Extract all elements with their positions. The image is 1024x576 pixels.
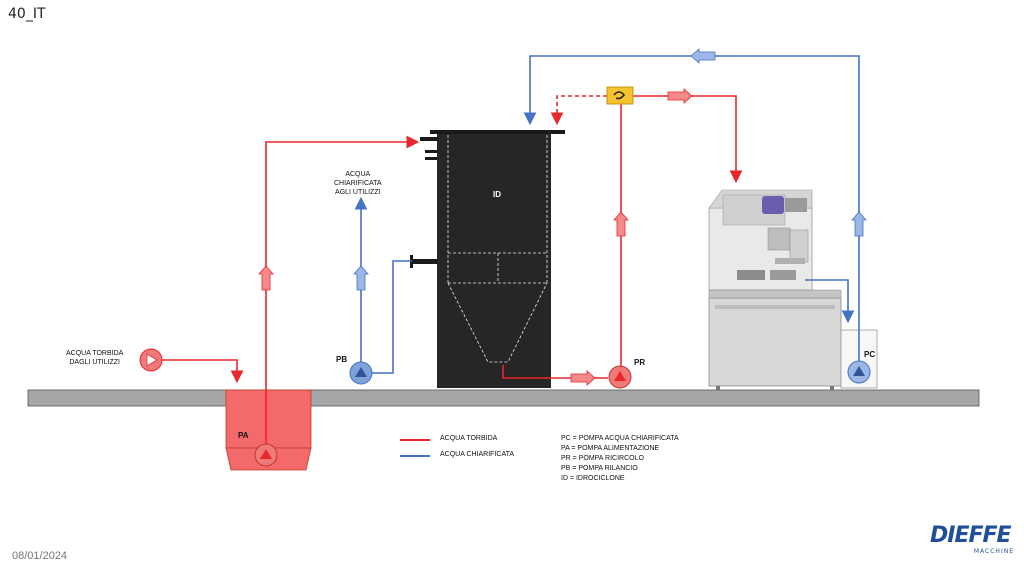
- label-line: ACQUA: [345, 171, 371, 178]
- slide-date: 08/01/2024: [12, 550, 68, 562]
- floor-bar: [27, 389, 980, 407]
- slide-id: 40_IT: [8, 6, 46, 22]
- label-line: DAGLI UTILIZZI: [69, 359, 120, 366]
- pr-label: PR: [634, 358, 646, 367]
- legend-turbid-label: ACQUA TORBIDA: [440, 435, 498, 442]
- machine-drain-line: [805, 279, 855, 324]
- to-machine-line: [633, 95, 743, 184]
- cyclone-return-line: [550, 95, 607, 126]
- pb-label: PB: [336, 355, 348, 364]
- dieffe-logo: DIEFFE MACCHINE: [930, 524, 1020, 570]
- legend-turbid-swatch: [400, 439, 430, 441]
- definition-item: PR = POMPA RICIRCOLO: [561, 455, 644, 462]
- pump-pa-icon: [254, 443, 278, 467]
- hydrocyclone-tank: [410, 130, 565, 388]
- definition-item: ID = IDROCICLONE: [561, 475, 625, 482]
- pump-inlet-icon: [139, 348, 163, 372]
- feed-line: [265, 135, 420, 455]
- turbid-inlet-line: [162, 359, 244, 384]
- flow-arrows: [258, 48, 867, 386]
- logo-subtext: MACCHINE: [973, 548, 1014, 555]
- pump-pr-icon: [608, 365, 632, 389]
- pa-label: PA: [238, 431, 249, 440]
- machine: [708, 189, 878, 390]
- legend-clarified-label: ACQUA CHIARIFICATA: [440, 451, 515, 458]
- legend-clarified-swatch: [400, 455, 430, 457]
- label-line: CHIARIFICATA: [334, 180, 382, 187]
- definitions-list: PC = POMPA ACQUA CHIARIFICATA PA = POMPA…: [561, 434, 679, 484]
- label-line: ACQUA TORBIDA: [66, 350, 124, 357]
- id-outlet-line: [372, 260, 412, 374]
- label-line: AGLI UTILIZZI: [335, 189, 381, 196]
- pump-pb-icon: [349, 361, 373, 385]
- label-acqua-chiarificata-out: ACQUA CHIARIFICATA AGLI UTILIZZI: [334, 170, 382, 197]
- definition-item: PC = POMPA ACQUA CHIARIFICATA: [561, 435, 679, 442]
- id-tank-label: ID: [493, 190, 501, 199]
- definition-item: PB = POMPA RILANCIO: [561, 465, 638, 472]
- logo-text: DIEFFE: [930, 523, 1012, 548]
- definition-item: PA = POMPA ALIMENTAZIONE: [561, 445, 660, 452]
- cyclone-icon: [606, 86, 634, 105]
- pump-pc-icon: [847, 360, 871, 384]
- label-acqua-torbida-in: ACQUA TORBIDA DAGLI UTILIZZI: [66, 349, 123, 367]
- pc-label: PC: [864, 350, 876, 359]
